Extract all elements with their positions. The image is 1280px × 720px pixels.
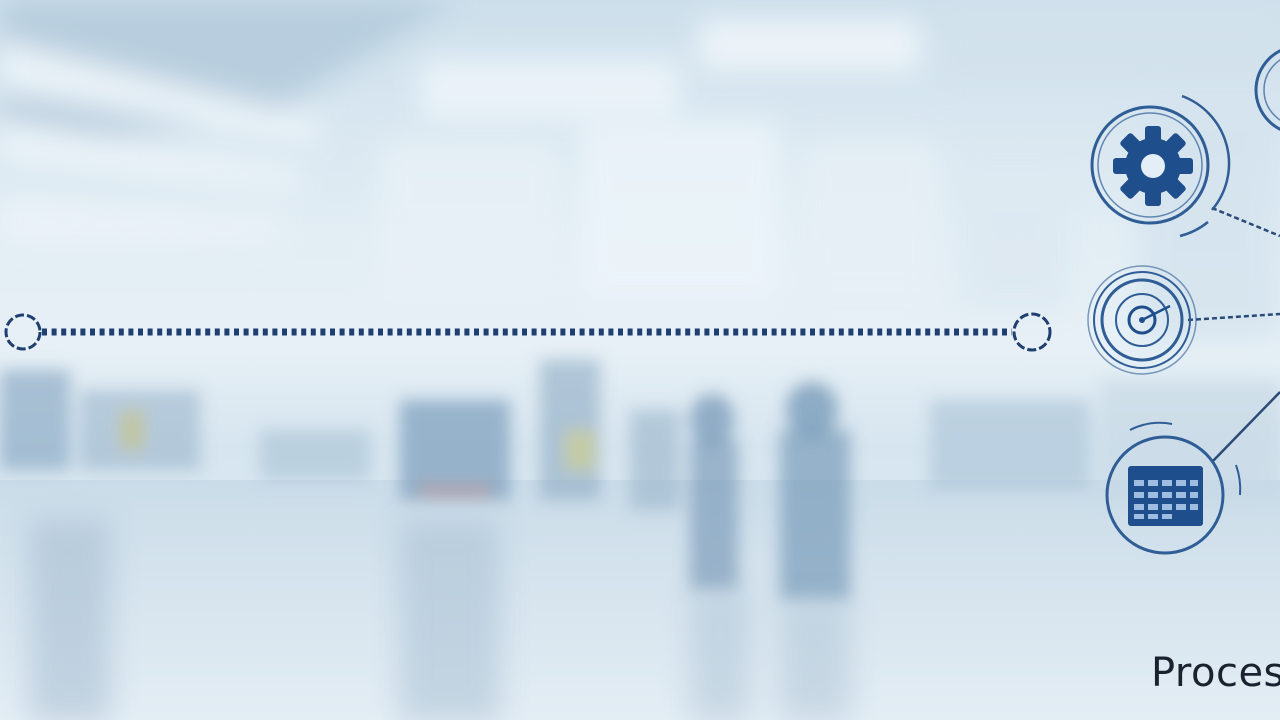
process-caption: Proces	[1151, 650, 1280, 696]
gear-icon	[1090, 94, 1231, 238]
partial-circle-icon	[1254, 49, 1280, 131]
target-icon	[1087, 265, 1197, 375]
line-start-node-icon	[4, 313, 42, 351]
calendar-grid-icon	[1105, 421, 1242, 555]
line-end-node-icon	[1012, 312, 1052, 352]
icon-connector-lines	[1187, 206, 1280, 463]
